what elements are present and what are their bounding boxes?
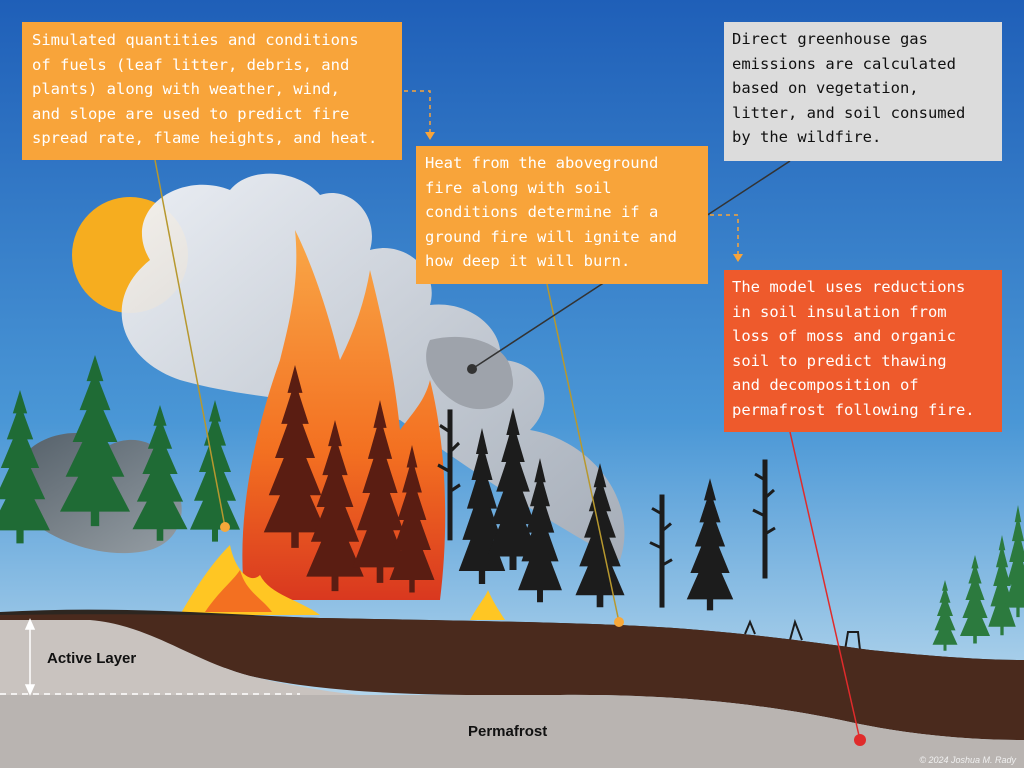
active-layer bbox=[0, 620, 360, 695]
active-layer-depth-arrow bbox=[24, 618, 36, 696]
permafrost-layer bbox=[0, 694, 1024, 768]
organic-soil bbox=[0, 614, 1024, 740]
fuels-callout: Simulated quantities and conditions of f… bbox=[22, 22, 402, 160]
active-layer-label: Active Layer bbox=[47, 650, 137, 667]
permafrost-label: Permafrost bbox=[468, 723, 548, 740]
emissions-callout: Direct greenhouse gas emissions are calc… bbox=[724, 22, 1002, 161]
permafrost-model-callout: The model uses reductions in soil insula… bbox=[724, 270, 1002, 432]
ground-fire-callout: Heat from the aboveground fire along wit… bbox=[416, 146, 708, 284]
copyright-credit: © 2024 Joshua M. Rady bbox=[919, 755, 1016, 765]
